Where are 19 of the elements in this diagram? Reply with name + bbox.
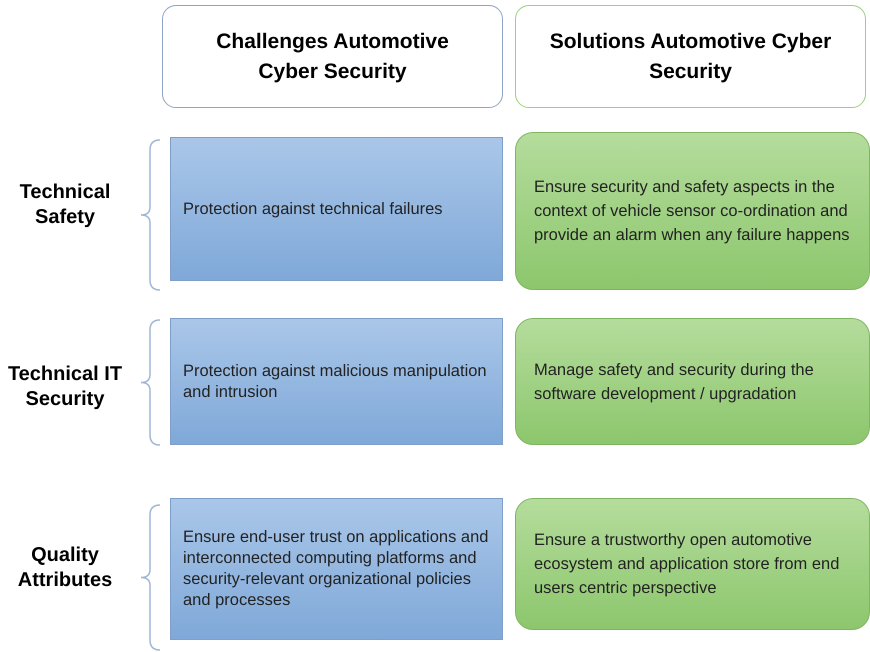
solution-text: Ensure security and safety aspects in the context of vehicle sensor co-ordination and provide an alarm when any failure happens (534, 177, 851, 246)
challenge-box (170, 318, 503, 445)
row-label: Technical Safety (18, 180, 112, 230)
row-label: Quality Attributes (16, 543, 114, 593)
header-box (515, 5, 866, 108)
header-box (162, 5, 503, 108)
challenge-text: Protection against technical failures (183, 198, 443, 220)
solution-box (515, 132, 870, 290)
solution-box (515, 498, 870, 630)
row-label: Technical IT Security (6, 362, 124, 412)
header-text: Challenges Automotive Cyber Security (215, 28, 450, 84)
challenge-text: Protection against malicious manipulation and intrusion (183, 360, 488, 402)
challenge-box (170, 498, 503, 640)
solution-text: Manage safety and security during the software development / upgradation (534, 360, 815, 404)
challenge-box (170, 137, 503, 281)
challenge-text: Ensure end-user trust on applications and interconnected computing platforms and security-relevant organizational policies and processes (183, 527, 490, 611)
solution-text: Ensure a trustworthy open automotive ecosystem and application store from end users centric perspective (534, 530, 840, 599)
solution-box (515, 318, 870, 445)
header-text: Solutions Automotive Cyber Security (548, 28, 832, 84)
